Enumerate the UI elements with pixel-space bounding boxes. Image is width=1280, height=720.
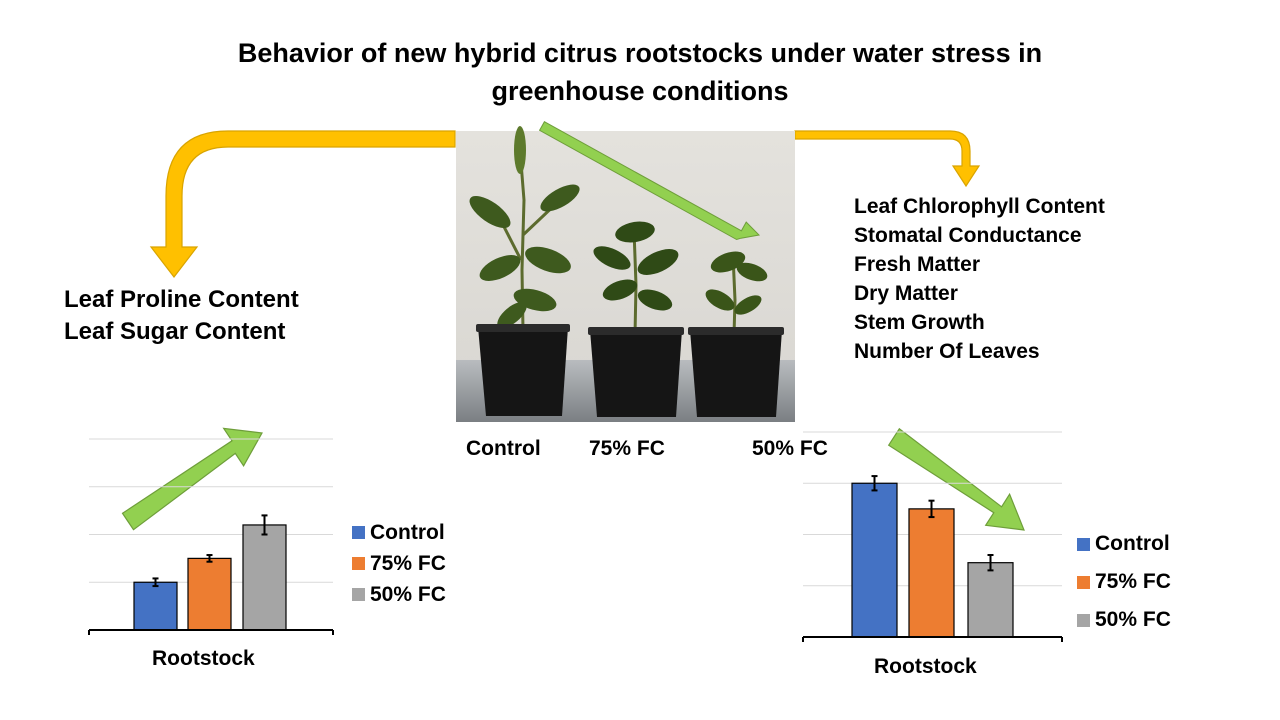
legend-swatch-control	[1077, 537, 1090, 551]
photo-label-50fc: 50% FC	[752, 437, 828, 460]
param-leaves: Number Of Leaves	[854, 340, 1040, 363]
param-stem-growth: Stem Growth	[854, 311, 985, 334]
legend-item-50fc: 50% FC	[1077, 601, 1171, 639]
param-proline: Leaf Proline Content	[64, 286, 299, 313]
flow-arrow-left	[149, 130, 456, 278]
page-title: Behavior of new hybrid citrus rootstocks…	[140, 34, 1140, 110]
plants-photo	[456, 126, 795, 422]
legend-item-control: Control	[352, 517, 446, 548]
chart-left-legend: Control 75% FC 50% FC	[352, 517, 446, 610]
chart-right-bar-control	[851, 482, 898, 638]
chart-right-bar-75fc	[908, 508, 955, 638]
chart-right-legend: Control 75% FC 50% FC	[1077, 525, 1171, 639]
title-line-1: Behavior of new hybrid citrus rootstocks…	[237, 38, 1043, 68]
legend-swatch-control	[352, 526, 365, 539]
chart-left-xlabel: Rootstock	[152, 647, 255, 670]
legend-item-75fc: 75% FC	[352, 548, 446, 579]
legend-swatch-75fc	[352, 557, 365, 570]
legend-swatch-50fc	[1077, 613, 1090, 627]
legend-item-control: Control	[1077, 525, 1171, 563]
trend-arrow-up	[121, 427, 263, 531]
chart-right-xlabel: Rootstock	[874, 655, 977, 678]
left-parameter-list: Leaf Proline Content Leaf Sugar Content	[64, 284, 299, 348]
param-stomatal: Stomatal Conductance	[854, 224, 1082, 247]
chart-left-bar-50fc	[242, 524, 287, 631]
right-parameter-list: Leaf Chlorophyll Content Stomatal Conduc…	[854, 192, 1105, 366]
legend-item-50fc: 50% FC	[352, 579, 446, 610]
photo-label-control: Control	[466, 437, 541, 460]
chart-right-bar-50fc	[967, 562, 1014, 638]
chart-left-bar-75fc	[187, 557, 232, 631]
title-line-2: greenhouse conditions	[491, 76, 789, 106]
trend-arrow-down	[887, 427, 1025, 531]
trend-arrow-photo	[538, 121, 761, 241]
param-fresh-matter: Fresh Matter	[854, 253, 981, 276]
legend-swatch-75fc	[1077, 575, 1090, 589]
bar-chart-osmolytes	[88, 438, 334, 635]
flow-arrow-right	[794, 130, 981, 188]
legend-item-75fc: 75% FC	[1077, 563, 1171, 601]
bar-chart-growth	[802, 431, 1063, 642]
legend-swatch-50fc	[352, 588, 365, 601]
param-chlorophyll: Leaf Chlorophyll Content	[854, 195, 1105, 218]
photo-label-75fc: 75% FC	[589, 437, 665, 460]
param-dry-matter: Dry Matter	[854, 282, 958, 305]
chart-left-bar-control	[133, 581, 178, 631]
param-sugar: Leaf Sugar Content	[64, 318, 286, 345]
